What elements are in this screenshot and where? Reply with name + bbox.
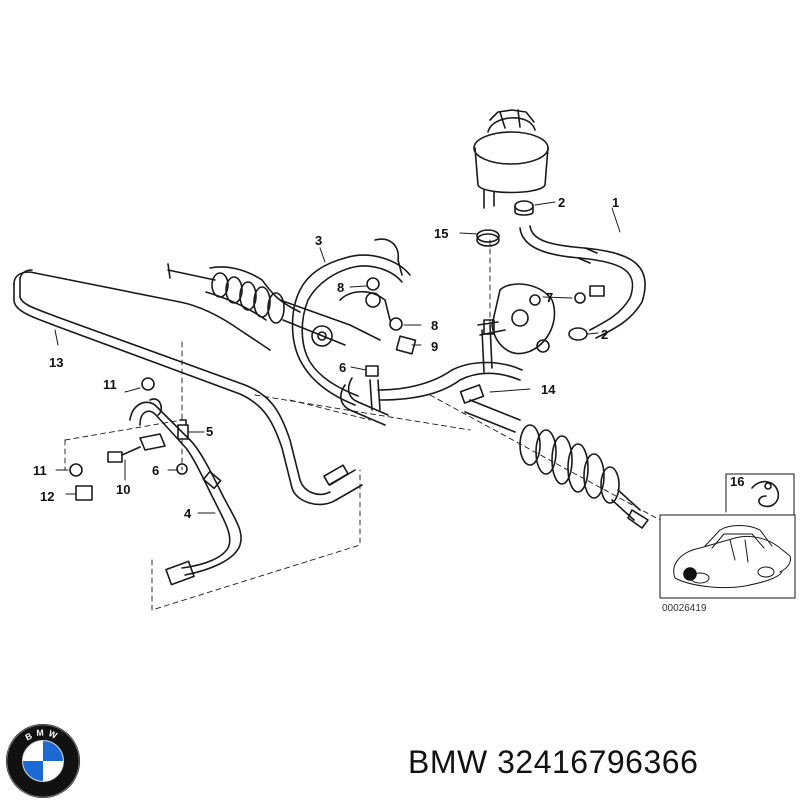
callout-8-lower: 8 bbox=[431, 318, 438, 333]
bmw-logo: BMW bbox=[5, 723, 81, 799]
callout-6-upper: 6 bbox=[339, 360, 346, 375]
return-loop bbox=[340, 365, 389, 426]
callout-3: 3 bbox=[315, 233, 322, 248]
assembly-guides bbox=[64, 239, 661, 611]
callout-6-lower: 6 bbox=[152, 463, 159, 478]
leader-lines bbox=[54, 201, 621, 514]
callout-1: 1 bbox=[612, 195, 619, 210]
callout-11-lower: 11 bbox=[33, 463, 47, 478]
fluid-reservoir bbox=[473, 109, 549, 209]
callout-10: 10 bbox=[116, 482, 130, 497]
pipe-14 bbox=[377, 319, 523, 404]
hose-1 bbox=[519, 225, 646, 339]
callout-4: 4 bbox=[184, 506, 192, 521]
car-outline bbox=[673, 525, 791, 589]
small-parts bbox=[69, 200, 605, 501]
location-inset bbox=[659, 473, 796, 599]
callout-7: 7 bbox=[546, 290, 553, 305]
part-caption: BMW 32416796366 bbox=[408, 744, 698, 781]
callout-11-upper: 11 bbox=[103, 377, 117, 392]
drawing-code: 00026419 bbox=[662, 603, 707, 614]
callout-5: 5 bbox=[206, 424, 213, 439]
hose-3 bbox=[291, 254, 411, 406]
callout-13: 13 bbox=[49, 355, 63, 370]
callout-2-upper: 2 bbox=[558, 195, 565, 210]
pump-body bbox=[477, 283, 556, 355]
part-number: 32416796366 bbox=[497, 744, 699, 780]
steering-rack-lower bbox=[464, 399, 649, 529]
line-4 bbox=[129, 398, 242, 586]
steering-rack bbox=[167, 238, 403, 347]
callout-14: 14 bbox=[541, 382, 556, 397]
callout-8-upper: 8 bbox=[337, 280, 344, 295]
callout-12: 12 bbox=[40, 489, 54, 504]
callout-16: 16 bbox=[730, 474, 744, 489]
brand-name: BMW bbox=[408, 744, 488, 780]
callout-2-lower: 2 bbox=[601, 327, 608, 342]
callout-9: 9 bbox=[431, 339, 438, 354]
line-13 bbox=[13, 269, 363, 506]
callouts: 1 2 2 3 4 5 6 6 7 8 8 9 10 11 11 12 13 1… bbox=[33, 195, 744, 614]
callout-15: 15 bbox=[434, 226, 448, 241]
